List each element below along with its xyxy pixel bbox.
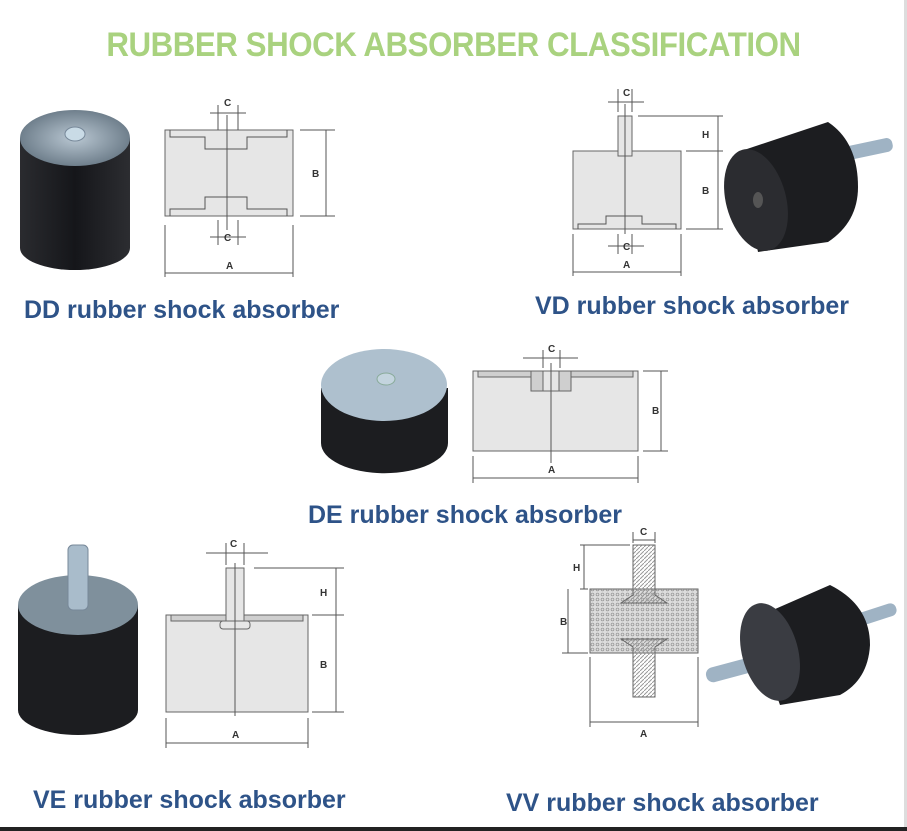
vv-product-photo [705, 585, 897, 705]
dim-a: A [623, 260, 630, 271]
dim-b: B [652, 406, 659, 417]
vd-drawing: C C H B A [572, 88, 723, 276]
vd-caption: VD rubber shock absorber [535, 292, 849, 320]
dim-c: C [640, 527, 647, 538]
dim-a: A [232, 730, 239, 741]
de-product-photo [321, 349, 448, 474]
dim-c-bottom: C [224, 233, 231, 244]
page-title: RUBBER SHOCK ABSORBER CLASSIFICATION [106, 26, 801, 64]
dim-c: C [230, 539, 237, 550]
dim-b: B [702, 186, 709, 197]
dim-b: B [312, 169, 319, 180]
de-drawing: C B A [472, 344, 668, 483]
dim-h: H [702, 130, 709, 141]
de-caption: DE rubber shock absorber [308, 501, 622, 529]
vv-caption: VV rubber shock absorber [506, 789, 819, 817]
vv-drawing: C H B A [560, 527, 699, 740]
dim-a: A [548, 465, 555, 476]
dim-c: C [548, 344, 555, 355]
ve-drawing: C H B A [165, 539, 344, 748]
dd-caption: DD rubber shock absorber [24, 296, 340, 324]
bottom-border [0, 827, 907, 831]
dd-drawing: C C B A [164, 98, 335, 277]
dim-h: H [320, 588, 327, 599]
ve-product-photo [18, 544, 138, 735]
dim-h: H [573, 563, 580, 574]
dd-product-photo [20, 110, 130, 270]
dim-c-top: C [224, 98, 231, 109]
dim-c-bottom: C [623, 242, 630, 253]
dim-a: A [640, 729, 647, 740]
vd-product-photo [724, 122, 893, 252]
right-border [904, 0, 907, 827]
ve-caption: VE rubber shock absorber [33, 786, 346, 814]
dim-a: A [226, 261, 233, 272]
dim-b: B [560, 617, 567, 628]
dim-b: B [320, 660, 327, 671]
dim-c-top: C [623, 88, 630, 99]
